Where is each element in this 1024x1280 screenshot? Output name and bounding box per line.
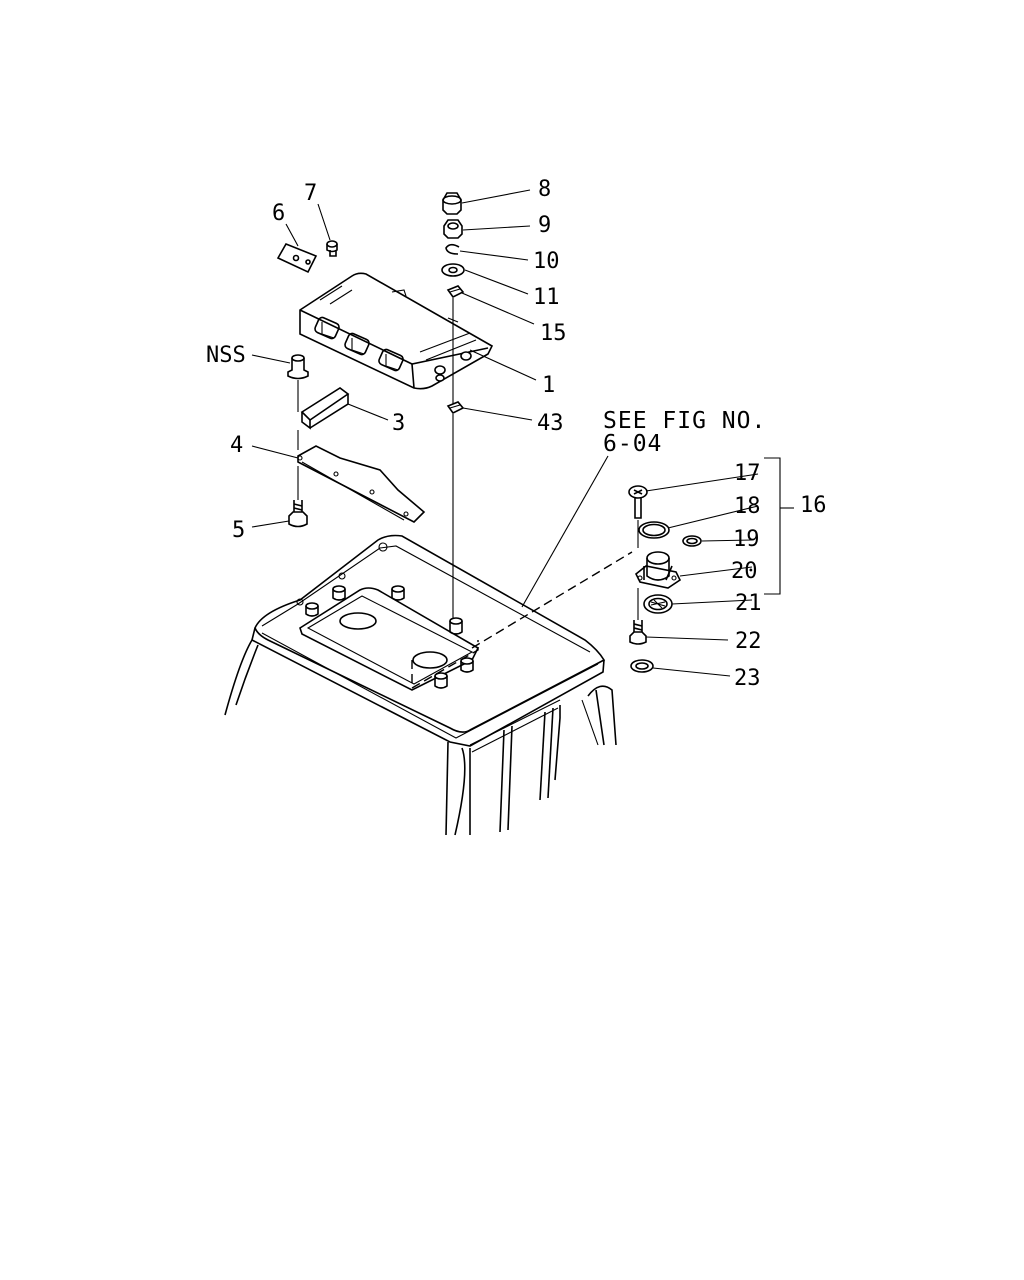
reference-note-line-2: 6-04 xyxy=(603,431,662,457)
label-16: 16 xyxy=(800,493,827,518)
part-43-clip xyxy=(446,401,465,415)
part-9-nut xyxy=(443,219,463,239)
label-5: 5 xyxy=(232,518,245,543)
label-43: 43 xyxy=(537,411,564,436)
part-3-bracket xyxy=(300,387,350,430)
part-1-duct-cover xyxy=(299,272,494,390)
part-5-bolt xyxy=(288,500,308,528)
part-20-mount xyxy=(634,551,682,589)
label-19: 19 xyxy=(733,527,760,552)
roof-pad xyxy=(332,585,346,601)
label-18: 18 xyxy=(734,494,761,519)
reference-note-line-1: SEE FIG NO. xyxy=(603,408,766,434)
label-10: 10 xyxy=(533,249,560,274)
roof-pad xyxy=(305,602,319,617)
label-20: 20 xyxy=(731,559,758,584)
label-7: 7 xyxy=(304,181,317,206)
label-21: 21 xyxy=(735,591,762,616)
part-7-screw xyxy=(326,240,338,257)
label-22: 22 xyxy=(735,629,762,654)
part-labels: 8 9 10 11 15 1 43 3 4 5 NSS 6 7 17 18 16… xyxy=(206,177,827,691)
leader-lines xyxy=(251,189,794,677)
roof-pad xyxy=(391,585,405,601)
part-6-plate xyxy=(276,242,318,274)
part-11-washer xyxy=(441,263,465,277)
part-18-ring xyxy=(638,521,670,539)
part-8-nut xyxy=(442,192,462,215)
part-10-spring-washer xyxy=(445,243,460,255)
label-4: 4 xyxy=(230,433,243,458)
cab-body xyxy=(224,534,617,836)
label-3: 3 xyxy=(392,411,405,436)
label-1: 1 xyxy=(542,373,555,398)
label-23: 23 xyxy=(734,666,761,691)
label-8: 8 xyxy=(538,177,551,202)
dash-leader xyxy=(471,551,633,649)
part-19-washer xyxy=(682,535,702,547)
part-4-rail xyxy=(297,445,426,523)
part-22-bolt xyxy=(629,620,647,645)
roof-pad xyxy=(434,672,448,689)
part-23-washer xyxy=(630,659,654,673)
label-11: 11 xyxy=(533,285,560,310)
label-6: 6 xyxy=(272,201,285,226)
reference-note: SEE FIG NO. 6-04 xyxy=(603,408,766,457)
roof-pad xyxy=(460,657,474,673)
label-17: 17 xyxy=(734,461,761,486)
label-9: 9 xyxy=(538,213,551,238)
part-15-clip xyxy=(446,285,465,299)
roof-pad xyxy=(449,617,463,635)
label-15: 15 xyxy=(540,321,567,346)
nss-spacer xyxy=(287,354,309,380)
part-17-bolt xyxy=(628,485,648,519)
part-21-damper xyxy=(643,594,673,614)
label-nss: NSS xyxy=(206,343,246,368)
